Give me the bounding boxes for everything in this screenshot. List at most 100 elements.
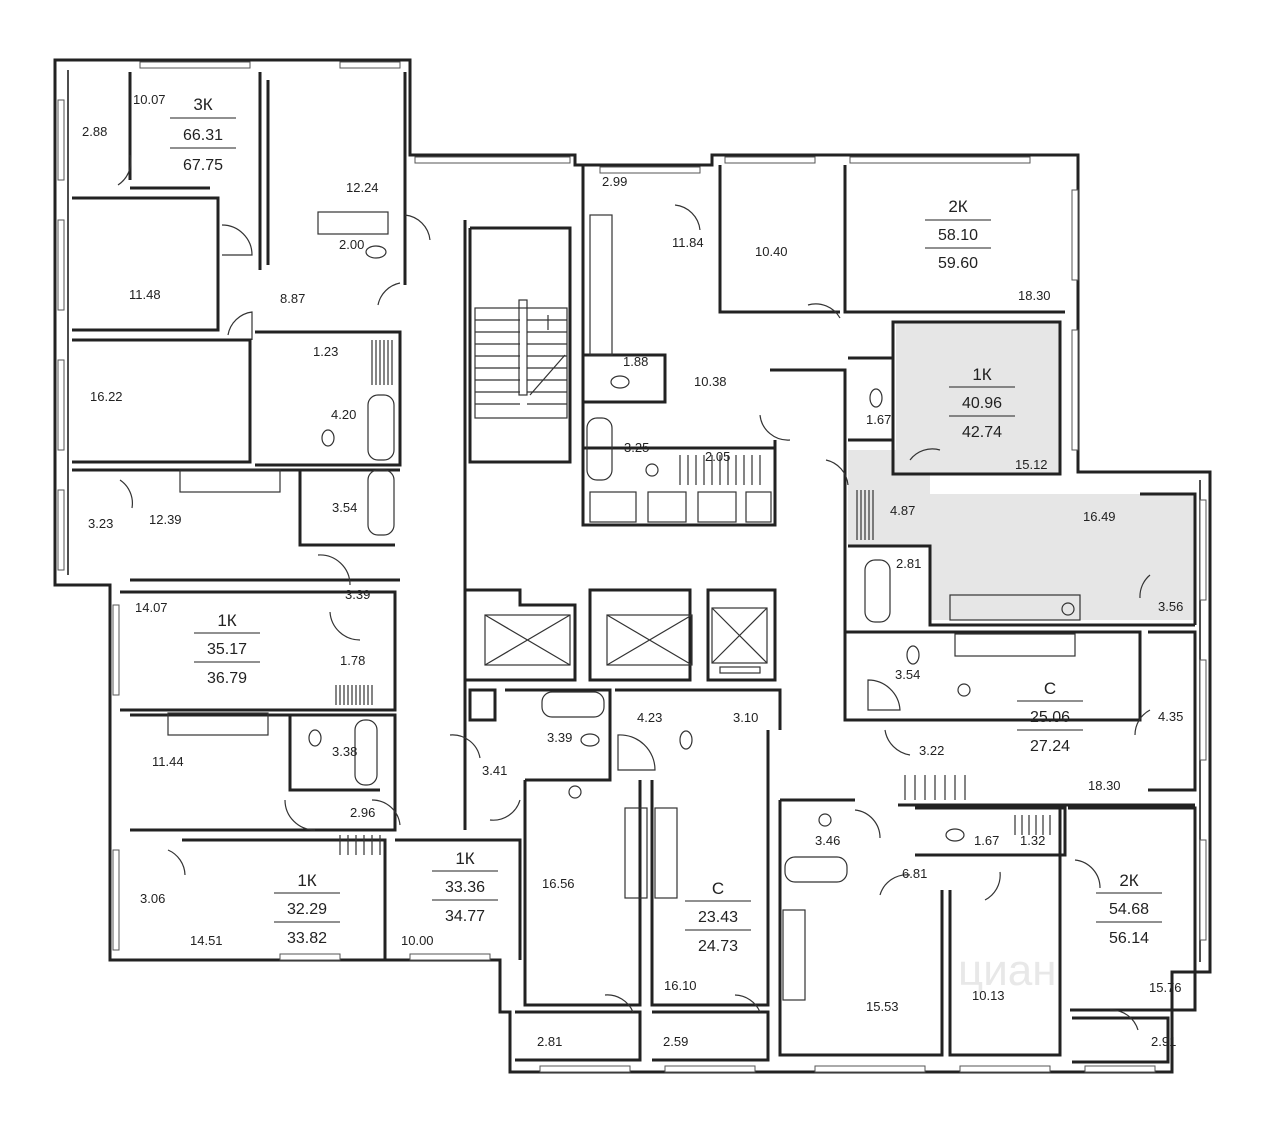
room-area: 16.22 <box>90 389 123 404</box>
apartment-label-1k-left-mid: 1К 35.17 36.79 <box>194 611 260 687</box>
room-area: 2.59 <box>663 1034 688 1049</box>
apartment-code: 2К <box>1119 871 1138 890</box>
room-area: 1.78 <box>340 653 365 668</box>
apartment-total-area: 33.82 <box>287 930 327 947</box>
apartment-label-1k-center-bottom: 1К 33.36 34.77 <box>432 849 498 925</box>
room-area: 6.81 <box>902 866 927 881</box>
room-area: 3.46 <box>815 833 840 848</box>
room-area: 4.20 <box>331 407 356 422</box>
room-area: 2.81 <box>537 1034 562 1049</box>
apartment-living-area: 40.96 <box>962 395 1002 412</box>
room-area: 18.30 <box>1088 778 1121 793</box>
room-area: 3.25 <box>624 440 649 455</box>
bathtubs <box>354 394 891 883</box>
room-area-labels: 10.07 2.88 12.24 2.00 11.48 8.87 16.22 1… <box>82 92 1183 1049</box>
apartment-living-area: 58.10 <box>938 227 978 244</box>
apartment-living-area: 25.06 <box>1030 709 1070 726</box>
room-area: 3.38 <box>332 744 357 759</box>
room-area: 15.53 <box>866 999 899 1014</box>
watermark-text: циан <box>958 946 1057 995</box>
apartment-label-2k-top: 2К 58.10 59.60 <box>925 197 991 272</box>
staircase <box>474 299 568 419</box>
storage-cells <box>589 491 772 523</box>
apartment-label-studio-center: С 23.43 24.73 <box>685 879 751 955</box>
room-area: 15.76 <box>1149 980 1182 995</box>
room-area: 10.40 <box>755 244 788 259</box>
room-area: 3.06 <box>140 891 165 906</box>
apartment-total-area: 42.74 <box>962 424 1002 441</box>
apartment-label-2k-bottom: 2К 54.68 56.14 <box>1096 871 1162 947</box>
room-area: 3.54 <box>332 500 357 515</box>
apartment-living-area: 35.17 <box>207 641 247 658</box>
room-area: 11.84 <box>672 235 704 250</box>
apartment-label-1k-left-bottom: 1К 32.29 33.82 <box>274 871 340 947</box>
room-area: 2.99 <box>602 174 627 189</box>
room-area: 2.88 <box>82 124 107 139</box>
apartment-living-area: 66.31 <box>183 127 223 144</box>
apartment-code: С <box>712 879 724 898</box>
apartment-code: 3К <box>193 95 212 114</box>
room-area: 10.07 <box>133 92 166 107</box>
room-area: 11.48 <box>129 287 161 302</box>
apartment-total-area: 36.79 <box>207 670 247 687</box>
apartment-total-area: 56.14 <box>1109 930 1149 947</box>
apartment-living-area: 32.29 <box>287 901 327 918</box>
room-area: 3.56 <box>1158 599 1183 614</box>
room-area: 10.38 <box>694 374 727 389</box>
apartment-living-area: 33.36 <box>445 879 485 896</box>
apartment-total-area: 24.73 <box>698 938 738 955</box>
room-area: 2.91 <box>1151 1034 1176 1049</box>
apartment-living-area: 54.68 <box>1109 901 1149 918</box>
room-area: 18.30 <box>1018 288 1051 303</box>
room-area: 3.22 <box>919 743 944 758</box>
apartment-code: 1К <box>972 365 991 384</box>
windows <box>57 61 1207 1073</box>
apartment-code: 1К <box>217 611 236 630</box>
apartment-total-area: 59.60 <box>938 255 978 272</box>
room-area: 3.10 <box>733 710 758 725</box>
apartment-code: 1К <box>455 849 474 868</box>
room-area: 1.23 <box>313 344 338 359</box>
room-area: 16.56 <box>542 876 575 891</box>
room-area: 4.35 <box>1158 709 1183 724</box>
room-area: 1.67 <box>974 833 999 848</box>
apartment-total-area: 27.24 <box>1030 738 1070 755</box>
kitchen-fixtures <box>167 214 1081 1001</box>
room-area: 15.12 <box>1015 457 1048 472</box>
apartment-total-area: 34.77 <box>445 908 485 925</box>
highlighted-apartment <box>848 322 1194 620</box>
apartment-living-area: 23.43 <box>698 909 738 926</box>
room-area: 4.23 <box>637 710 662 725</box>
interior-walls <box>72 72 1197 1064</box>
closets <box>335 340 1051 855</box>
apartment-label-1k-highlighted: 1К 40.96 42.74 <box>949 365 1015 441</box>
apartment-label-studio-right: С 25.06 27.24 <box>1017 679 1083 755</box>
elevators <box>484 607 768 674</box>
room-area: 8.87 <box>280 291 305 306</box>
room-area: 16.10 <box>664 978 697 993</box>
room-area: 12.39 <box>149 512 182 527</box>
room-area: 2.05 <box>705 449 730 464</box>
room-area: 10.00 <box>401 933 434 948</box>
apartment-total-area: 67.75 <box>183 157 223 174</box>
room-area: 3.39 <box>547 730 572 745</box>
room-area: 16.49 <box>1083 509 1116 524</box>
room-area: 11.44 <box>152 754 184 769</box>
room-area: 10.13 <box>972 988 1005 1003</box>
room-area: 4.87 <box>890 503 915 518</box>
room-area: 2.96 <box>350 805 375 820</box>
room-area: 14.07 <box>135 600 168 615</box>
room-area: 14.51 <box>190 933 223 948</box>
room-area: 3.54 <box>895 667 920 682</box>
doors <box>117 154 1151 1031</box>
apartment-code: 1К <box>297 871 316 890</box>
sanitary-fixtures <box>308 211 965 842</box>
room-area: 2.00 <box>339 237 364 252</box>
room-area: 3.41 <box>482 763 507 778</box>
room-area: 2.81 <box>896 556 921 571</box>
room-area: 1.88 <box>623 354 648 369</box>
room-area: 1.32 <box>1020 833 1045 848</box>
apartment-code: С <box>1044 679 1056 698</box>
room-area: 1.67 <box>866 412 891 427</box>
room-area: 3.23 <box>88 516 113 531</box>
